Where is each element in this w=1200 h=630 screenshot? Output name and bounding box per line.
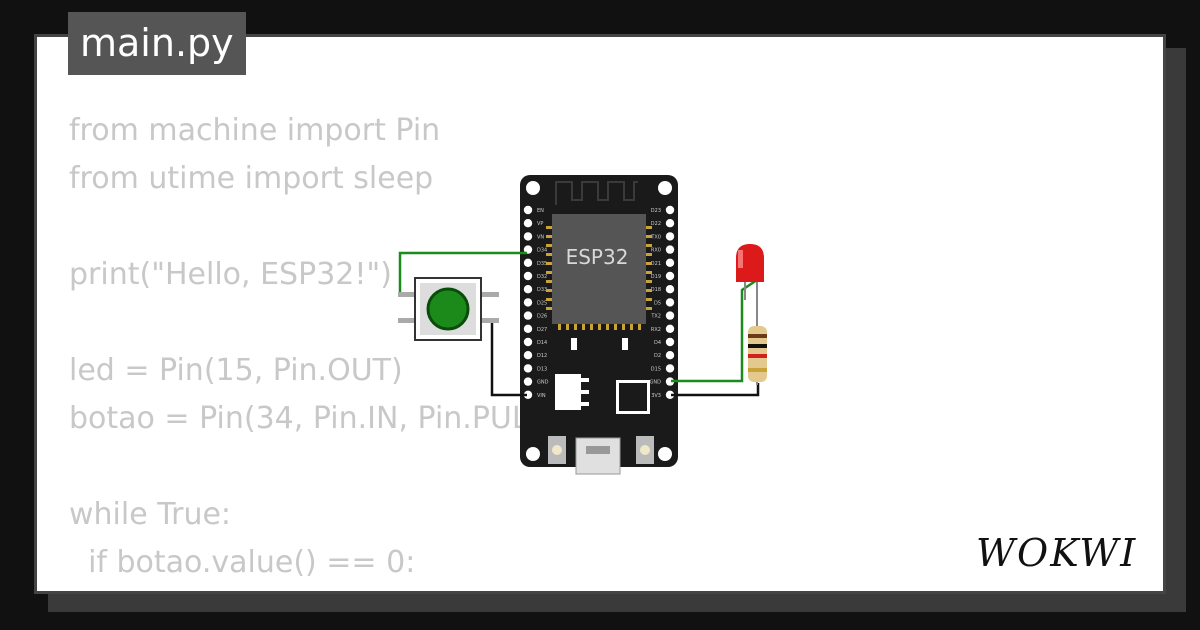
right-pin-d4[interactable] bbox=[665, 337, 675, 347]
left-pin-label: VP bbox=[537, 221, 543, 227]
chip-label: ESP32 bbox=[566, 245, 629, 269]
right-pin-label: D19 bbox=[651, 274, 661, 280]
right-pin-d18[interactable] bbox=[665, 285, 675, 294]
wokwi-logo: WOKWI bbox=[976, 531, 1137, 575]
led-signal-wire bbox=[671, 278, 758, 383]
right-pin-d15[interactable] bbox=[665, 364, 675, 373]
left-pin-d33[interactable] bbox=[523, 285, 533, 294]
right-pin-label: RX2 bbox=[651, 327, 661, 333]
right-pin-label: RX0 bbox=[651, 248, 661, 254]
wokwi-logo-text: WOKWI bbox=[976, 531, 1137, 575]
button-cap[interactable] bbox=[426, 287, 470, 331]
right-pin-d19[interactable] bbox=[665, 271, 675, 281]
left-pin-d14[interactable] bbox=[523, 337, 533, 347]
left-pin-label: D26 bbox=[537, 314, 547, 320]
left-pin-d26[interactable] bbox=[523, 311, 533, 320]
file-tab[interactable]: main.py bbox=[68, 12, 246, 75]
left-pin-label: VIN bbox=[537, 393, 546, 399]
chip-pads bbox=[546, 226, 652, 330]
right-pin-3v3[interactable] bbox=[665, 390, 675, 399]
left-pin-label: D34 bbox=[537, 248, 547, 254]
right-pin-tx0[interactable] bbox=[665, 232, 675, 241]
left-pin-label: D27 bbox=[537, 327, 547, 333]
code-preview: from machine import Pin from utime import… bbox=[69, 107, 612, 591]
right-pin-label: D5 bbox=[654, 300, 661, 306]
left-pin-vn[interactable] bbox=[523, 232, 533, 241]
left-pin-label: D12 bbox=[537, 353, 547, 359]
left-pin-label: D32 bbox=[537, 274, 547, 280]
code-line: from utime import sleep bbox=[69, 161, 434, 196]
left-pin-d27[interactable] bbox=[523, 324, 533, 333]
right-pin-label: D23 bbox=[651, 208, 661, 214]
left-pin-label: D14 bbox=[537, 340, 547, 346]
wires bbox=[398, 251, 760, 397]
left-pin-label: D25 bbox=[537, 300, 547, 306]
right-pin-gnd[interactable] bbox=[665, 377, 675, 386]
right-pin-label: D2 bbox=[654, 353, 661, 359]
right-pin-d2[interactable] bbox=[665, 351, 675, 360]
right-pin-label: TX2 bbox=[650, 314, 661, 320]
right-pin-d22[interactable] bbox=[665, 219, 675, 228]
right-pin-rx0[interactable] bbox=[665, 245, 675, 254]
left-pin-vin[interactable] bbox=[523, 390, 533, 399]
right-pin-label: D22 bbox=[651, 221, 661, 227]
right-pin-label: D18 bbox=[651, 287, 661, 293]
right-pin-label: D4 bbox=[654, 340, 661, 346]
button-ground-wire bbox=[490, 318, 527, 397]
left-pin-gnd[interactable] bbox=[523, 377, 533, 386]
left-pin-label: EN bbox=[537, 208, 544, 214]
left-pin-d12[interactable] bbox=[523, 351, 533, 360]
left-pin-label: D33 bbox=[537, 287, 547, 293]
left-pin-d35[interactable] bbox=[523, 258, 533, 267]
button-signal-wire bbox=[398, 251, 527, 297]
right-pin-tx2[interactable] bbox=[665, 311, 675, 320]
right-pin-rx2[interactable] bbox=[665, 324, 675, 333]
esp32-module bbox=[552, 214, 646, 324]
left-pin-d32[interactable] bbox=[523, 271, 533, 281]
left-pin-label: D13 bbox=[537, 366, 547, 372]
right-pin-d23[interactable] bbox=[665, 205, 675, 215]
right-pin-label: GND bbox=[650, 380, 662, 386]
right-pin-d21[interactable] bbox=[665, 258, 675, 267]
code-line: if botao.value() == 0: bbox=[69, 545, 416, 580]
left-pin-label: GND bbox=[537, 380, 549, 386]
usb-port bbox=[575, 437, 621, 475]
right-pin-label: D15 bbox=[651, 366, 661, 372]
left-pin-vp[interactable] bbox=[523, 219, 533, 228]
right-pin-label: TX0 bbox=[650, 234, 661, 240]
resistor bbox=[748, 320, 767, 385]
code-line: print("Hello, ESP32!") bbox=[69, 257, 392, 292]
left-pin-d34[interactable] bbox=[523, 245, 533, 254]
left-pin-header bbox=[523, 205, 533, 399]
led-ground-wire bbox=[671, 383, 760, 397]
voltage-regulator bbox=[555, 374, 581, 410]
code-line: from machine import Pin bbox=[69, 113, 441, 148]
right-pin-header bbox=[665, 205, 675, 399]
left-pin-label: D35 bbox=[537, 261, 547, 267]
left-pin-en[interactable] bbox=[523, 205, 533, 215]
right-pin-label: 3V3 bbox=[651, 393, 661, 399]
left-pin-d25[interactable] bbox=[523, 298, 533, 307]
left-pin-label: VN bbox=[537, 234, 544, 240]
right-pin-label: D21 bbox=[651, 261, 661, 267]
code-line: while True: bbox=[69, 497, 232, 532]
push-button[interactable] bbox=[398, 277, 499, 341]
red-led[interactable] bbox=[736, 244, 764, 330]
right-pin-d5[interactable] bbox=[665, 298, 675, 307]
left-pin-d13[interactable] bbox=[523, 364, 533, 373]
code-line: led = Pin(15, Pin.OUT) bbox=[69, 353, 403, 388]
